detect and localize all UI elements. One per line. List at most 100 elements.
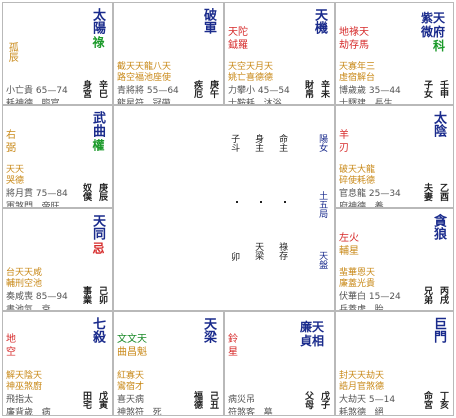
cs-row: 軍煞門 帝旺 <box>6 202 60 208</box>
age-range: 將月貫 75—84 <box>6 189 68 199</box>
age-range: 大劫天 5—14 <box>339 395 396 405</box>
cs-row: 兵蓋虎 胎 <box>339 305 384 311</box>
center-text: 身主 <box>253 134 264 152</box>
left-red-row1: 地祿天 <box>339 27 369 38</box>
minor-row1: 天空天月天 <box>228 62 274 72</box>
left-red: 鈴 <box>228 334 238 345</box>
cs-row: 士鞍耗 沐浴 <box>228 99 282 105</box>
minor-row1: 破天大龍 <box>339 165 376 175</box>
left-row1: 文文天 <box>117 334 147 345</box>
cell-chou: 天梁 文文天 曲昌魁 紅寡天 鸞宿才 喜天病 神煞符 死 福德 己丑 <box>113 311 224 416</box>
palace-name: 身宮 <box>81 80 91 98</box>
hua-badge: 忌 <box>91 242 105 254</box>
left-row2: 曲昌魁 <box>117 347 147 358</box>
age-range: 伏華白 15—24 <box>339 292 401 302</box>
center-text: 天盤 <box>317 251 328 269</box>
ganzhi: 乙酉 <box>438 183 448 201</box>
age-range: 博歲歲 35—44 <box>339 86 401 96</box>
center-dot <box>284 201 286 203</box>
ganzhi: 丁亥 <box>438 391 448 409</box>
minor-row1: 封天天劫天 <box>339 371 385 381</box>
cell-si: 太陽 祿 孤辰 小亡貴 65—74 耗神德 臨官 身宮 辛巳 <box>2 2 113 105</box>
hua-badge: 祿 <box>91 36 105 48</box>
palace-name: 疾厄 <box>192 80 202 98</box>
left-red-2: 空 <box>6 347 16 358</box>
center-panel: 子斗 身主 命主 陽女 卯 天梁 祿存 土五局 天盤 <box>113 105 335 311</box>
minor-row1: 台天天咸 <box>6 268 43 278</box>
palace-name: 夫妻 <box>422 183 432 201</box>
minor-row2: 廉蓋光貴 <box>339 279 376 289</box>
ganzhi: 戊寅 <box>97 391 107 409</box>
hua-badge: 科 <box>432 39 445 53</box>
ganzhi: 己丑 <box>208 391 218 409</box>
age-range: 力攀小 45—54 <box>228 86 290 96</box>
hua-badge: 權 <box>91 139 105 151</box>
minor-row1: 天天 <box>6 165 25 175</box>
age-range: 小亡貴 65—74 <box>6 86 68 96</box>
cell-shen: 地祿天 劫存馬 紫天 微府 科 天寡年三 虛宿解台 博歲歲 35—44 士驛建 … <box>335 2 454 105</box>
main-star: 巨門 <box>431 317 446 343</box>
minor-row2: 路空福池座使 <box>117 73 172 83</box>
age-range: 病災吊 <box>228 395 256 405</box>
ganzhi: 庚午 <box>208 80 218 98</box>
cs-row: 廉背歲 病 <box>6 408 51 416</box>
ganzhi: 壬申 <box>438 80 448 98</box>
main-star: 天機 <box>312 8 327 34</box>
age-range: 官息龍 25—34 <box>339 189 401 199</box>
cell-zi: 廉天 貞相 鈴 星 病災吊 符煞客 墓 父母 戊子 <box>224 311 335 416</box>
age-range: 奏咸喪 85—94 <box>6 292 68 302</box>
main-star-2: 貞相 <box>299 334 324 348</box>
center-text: 天梁 <box>253 242 264 260</box>
cs-row: 府神德 養 <box>339 202 384 208</box>
minor-row1: 截天天龍八天 <box>117 62 172 72</box>
minor-row2: 誥月官煞德 <box>339 382 385 392</box>
center-dot <box>260 201 262 203</box>
left-red: 右 <box>6 130 16 141</box>
left-red-row2: 輔星 <box>339 246 359 257</box>
minor-row2: 虛宿解台 <box>339 73 376 83</box>
minor-row1: 蜚華恩天 <box>339 268 376 278</box>
ganzhi: 己卯 <box>97 286 107 304</box>
minor-row1: 天寡年三 <box>339 62 376 72</box>
minor-row1: 解天陰天 <box>6 371 43 381</box>
ganzhi: 戊子 <box>319 391 329 409</box>
palace-name: 田宅 <box>81 391 91 409</box>
age-range: 飛指太 <box>6 395 34 405</box>
main-star-2: 微府 <box>420 25 445 39</box>
center-text: 命主 <box>277 134 288 152</box>
main-star: 紫天 <box>420 11 445 25</box>
cs-row: 耗煞德 絕 <box>339 408 384 416</box>
cell-wei: 天機 天陀 鉞羅 天空天月天 姚亡喜德德 力攀小 45—54 士鞍耗 沐浴 財帛… <box>224 2 335 105</box>
center-text: 祿存 <box>277 242 288 260</box>
center-text: 子斗 <box>229 134 240 152</box>
minor-row2: 碎使耗德 <box>339 176 376 186</box>
palace-name: 財帛 <box>303 80 313 98</box>
cs-row: 符煞客 墓 <box>228 408 273 416</box>
main-star: 天梁 <box>201 317 216 343</box>
center-text: 卯 <box>229 252 240 261</box>
age-range: 青將將 55—64 <box>117 86 179 96</box>
palace-name: 奴僕 <box>81 183 91 201</box>
ganzhi: 庚辰 <box>97 183 107 201</box>
cs-row: 耗神德 臨官 <box>6 99 60 105</box>
minor-row2: 輔刑空池 <box>6 279 43 289</box>
main-star: 廉天 <box>299 320 324 334</box>
cell-yin: 七殺 地 空 解天陰天 神巫煞廚 飛指太 廉背歲 病 田宅 戊寅 <box>2 311 113 416</box>
cell-chen: 武曲 權 右 弼 天天 哭德 將月貫 75—84 軍煞門 帝旺 奴僕 庚辰 <box>2 105 113 208</box>
left-red-row1: 左火 <box>339 233 359 244</box>
left-red-row2: 鉞羅 <box>228 40 248 51</box>
left-red-row1: 天陀 <box>228 27 248 38</box>
minor-row2: 鸞宿才 <box>117 382 145 392</box>
center-text: 土五局 <box>317 191 328 218</box>
palace-name: 福德 <box>192 391 202 409</box>
main-star: 破軍 <box>201 8 216 34</box>
left-red-2: 弼 <box>6 143 16 154</box>
cell-mao: 天同 忌 台天天咸 輔刑空池 奏咸喪 85—94 書池氣 衰 事業 己卯 <box>2 208 113 311</box>
minor-row2: 哭德 <box>6 176 25 186</box>
main-star: 武曲 <box>90 111 105 137</box>
ganzhi: 辛未 <box>319 80 329 98</box>
minor-row1: 紅寡天 <box>117 371 145 381</box>
left-red: 地 <box>6 334 16 345</box>
palace-name: 命宮 <box>422 391 432 409</box>
